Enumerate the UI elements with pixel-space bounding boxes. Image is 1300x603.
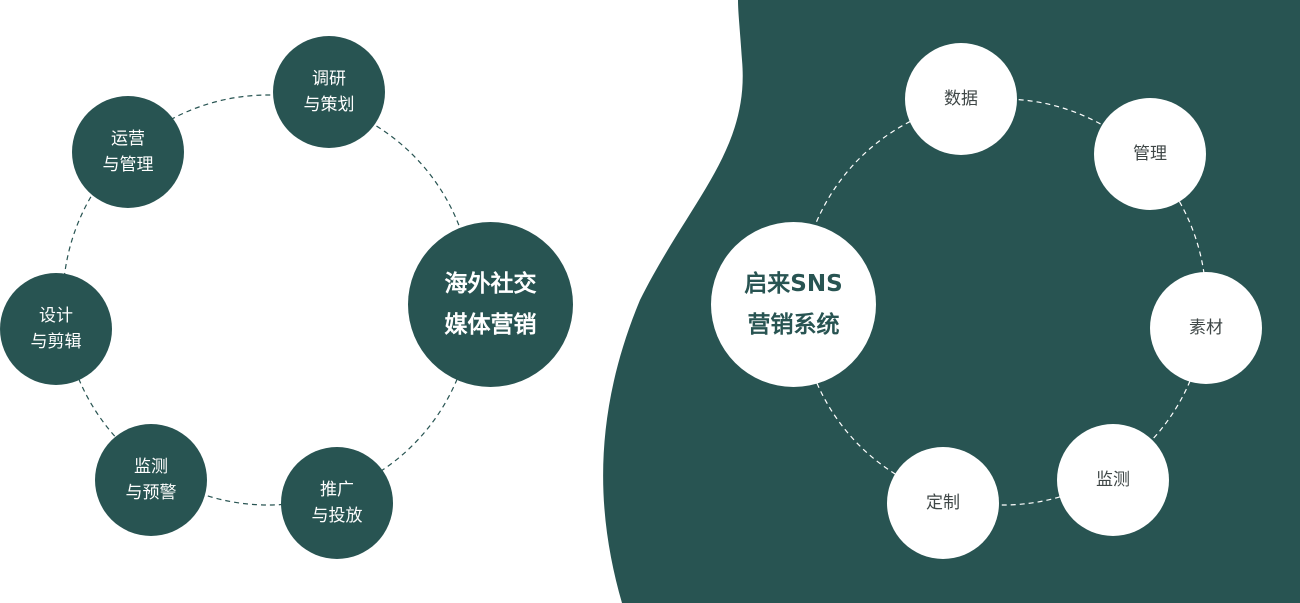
left-center-line1: 海外社交 <box>444 271 537 298</box>
left-center-node: 海外社交 媒体营销 <box>408 222 573 387</box>
node-data: 数据 <box>905 43 1017 155</box>
node-operation-line2: 与管理 <box>102 155 154 175</box>
node-operation-management: 运营 与管理 <box>72 96 184 208</box>
node-monitoring-line1: 监测 <box>134 456 168 477</box>
node-research-line1: 调研 <box>312 68 346 89</box>
node-custom: 定制 <box>887 447 999 559</box>
right-center-line2: 营销系统 <box>747 311 840 338</box>
node-research-planning: 调研 与策划 <box>273 36 385 148</box>
node-design-line1: 设计 <box>39 305 73 326</box>
node-material-label: 素材 <box>1189 317 1223 338</box>
node-management: 管理 <box>1094 98 1206 210</box>
node-operation-line1: 运营 <box>111 128 145 149</box>
right-center-node: 启来SNS 营销系统 <box>711 222 876 387</box>
node-research-line2: 与策划 <box>303 95 355 115</box>
node-monitor: 监测 <box>1057 424 1169 536</box>
node-design-editing: 设计 与剪辑 <box>0 273 112 385</box>
node-monitoring-line2: 与预警 <box>125 483 177 503</box>
node-promotion-line1: 推广 <box>320 479 354 500</box>
node-monitor-label: 监测 <box>1096 469 1130 490</box>
node-promotion-line2: 与投放 <box>311 506 363 526</box>
right-center-line1: 启来SNS <box>744 271 843 298</box>
node-material: 素材 <box>1150 272 1262 384</box>
node-custom-label: 定制 <box>926 492 960 513</box>
node-management-label: 管理 <box>1133 143 1167 164</box>
node-data-label: 数据 <box>944 88 978 109</box>
node-design-line2: 与剪辑 <box>30 332 82 352</box>
node-promotion-delivery: 推广 与投放 <box>281 447 393 559</box>
node-monitoring-warning: 监测 与预警 <box>95 424 207 536</box>
left-center-line2: 媒体营销 <box>444 311 537 338</box>
